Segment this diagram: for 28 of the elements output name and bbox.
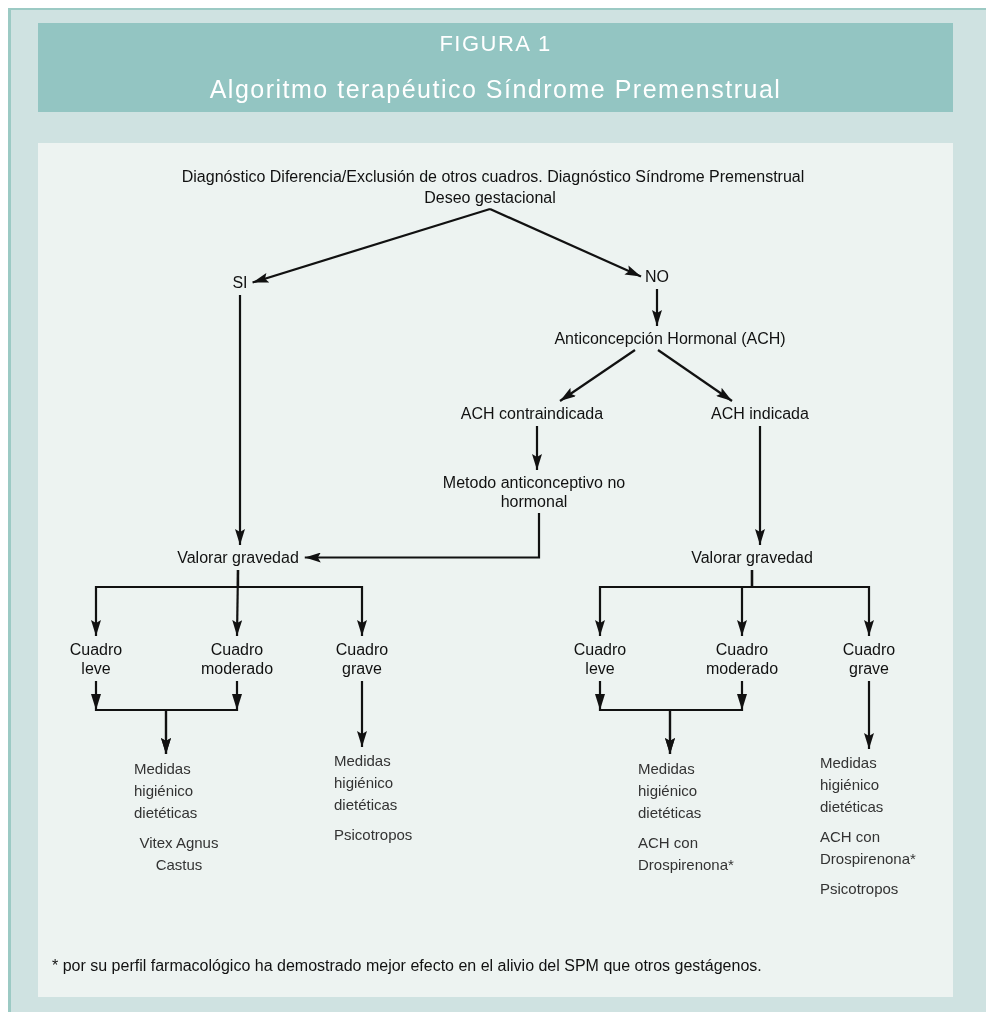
- step-label: Metodo anticonceptivo no hormonal: [424, 473, 644, 511]
- treatment-text: Psicotropos: [820, 879, 900, 899]
- treatment-text: Medidas higiénico dietéticas: [820, 753, 885, 817]
- figure-number: FIGURA 1: [438, 31, 553, 57]
- figure-title: Algoritmo terapéutico Síndrome Premenstrual: [208, 75, 783, 104]
- step-label: Cuadro grave: [842, 640, 896, 678]
- footnote: * por su perfil farmacológico ha demostrado mejor efecto en el alivio del SPM que otros gestágenos.: [52, 957, 762, 975]
- step-label: Cuadro leve: [573, 640, 627, 678]
- step-label: ACH indicada: [711, 404, 809, 423]
- step-label: NO: [645, 267, 669, 286]
- treatment-text: Psicotropos: [334, 825, 414, 845]
- step-label: Cuadro moderado: [706, 640, 778, 678]
- step-label: Anticoncepción Hormonal (ACH): [554, 329, 786, 348]
- step-label: Cuadro moderado: [201, 640, 273, 678]
- treatment-text: ACH con Drospirenona*: [820, 827, 917, 869]
- treatment-text: Medidas higiénico dietéticas: [334, 751, 399, 815]
- treatment-text: Medidas higiénico dietéticas: [638, 759, 703, 823]
- diagnosis-note: Diagnóstico Diferencia/Exclusión de otros cuadros. Diagnóstico Síndrome Premenstrual: [181, 168, 805, 186]
- step-label: ACH contraindicada: [460, 404, 604, 423]
- treatment-text: Vitex Agnus Castus: [138, 833, 220, 875]
- step-label: Deseo gestacional: [424, 188, 556, 207]
- step-label: Valorar gravedad: [177, 548, 299, 567]
- step-label: Cuadro leve: [69, 640, 123, 678]
- step-label: Valorar gravedad: [691, 548, 813, 567]
- step-label: SI: [232, 273, 248, 292]
- treatment-text: ACH con Drospirenona*: [638, 833, 735, 875]
- step-label: Cuadro grave: [335, 640, 389, 678]
- treatment-text: Medidas higiénico dietéticas: [134, 759, 199, 823]
